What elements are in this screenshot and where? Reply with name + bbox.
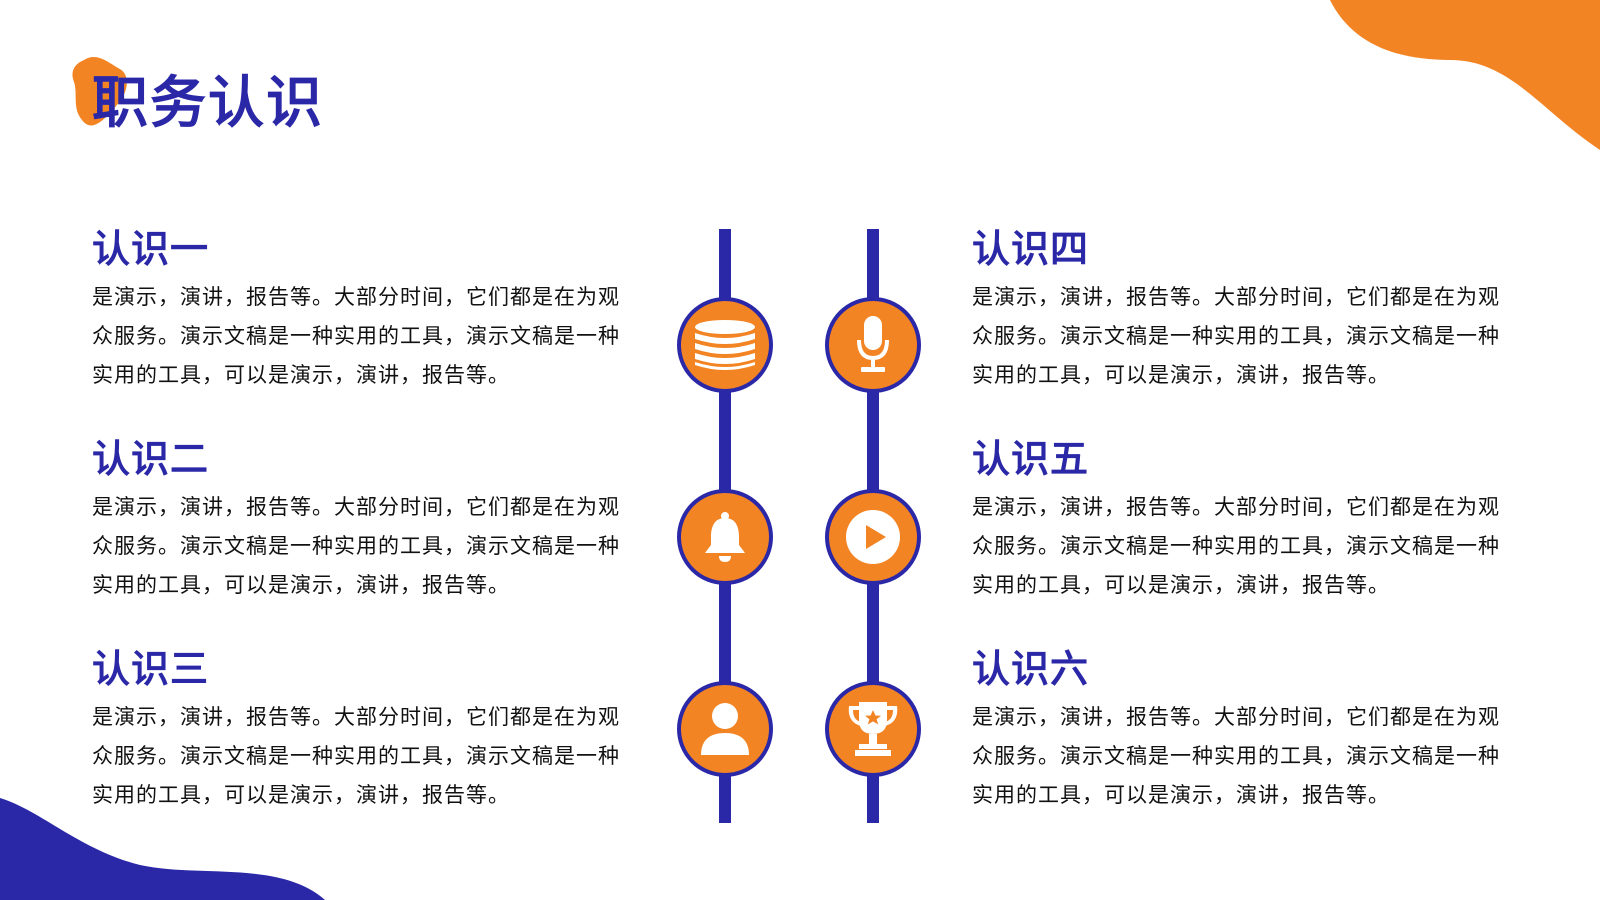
play-icon [846, 510, 900, 564]
item-text: 是演示，演讲，报告等。大部分时间，它们都是在为观众服务。演示文稿是一种实用的工具… [92, 705, 620, 807]
coins-icon-circle [677, 297, 773, 393]
item-2: 认识二 是演示，演讲，报告等。大部分时间，它们都是在为观众服务。演示文稿是一种实… [92, 440, 632, 605]
item-text: 是演示，演讲，报告等。大部分时间，它们都是在为观众服务。演示文稿是一种实用的工具… [92, 495, 620, 597]
item-heading: 认识六 [972, 647, 1090, 691]
item-5: 认识五 是演示，演讲，报告等。大部分时间，它们都是在为观众服务。演示文稿是一种实… [972, 440, 1512, 605]
page-title: 职务认识 [92, 71, 324, 136]
item-text: 是演示，演讲，报告等。大部分时间，它们都是在为观众服务。演示文稿是一种实用的工具… [972, 495, 1500, 597]
user-icon [701, 703, 749, 755]
trophy-icon [848, 702, 898, 756]
item-text: 是演示，演讲，报告等。大部分时间，它们都是在为观众服务。演示文稿是一种实用的工具… [972, 285, 1500, 387]
item-6: 认识六 是演示，演讲，报告等。大部分时间，它们都是在为观众服务。演示文稿是一种实… [972, 650, 1512, 815]
item-heading: 认识三 [92, 647, 210, 691]
user-icon-circle [677, 681, 773, 777]
coins-icon [695, 320, 755, 370]
item-heading: 认识一 [92, 227, 210, 271]
play-icon-circle [825, 489, 921, 585]
trophy-icon-circle [825, 681, 921, 777]
item-text: 是演示，演讲，报告等。大部分时间，它们都是在为观众服务。演示文稿是一种实用的工具… [92, 285, 620, 387]
bell-icon-circle [677, 489, 773, 585]
bottom-left-decoration [0, 798, 325, 900]
item-4: 认识四 是演示，演讲，报告等。大部分时间，它们都是在为观众服务。演示文稿是一种实… [972, 230, 1512, 395]
title-blob-decoration [72, 57, 127, 126]
item-heading: 认识二 [92, 437, 210, 481]
item-heading: 认识五 [972, 437, 1090, 481]
item-3: 认识三 是演示，演讲，报告等。大部分时间，它们都是在为观众服务。演示文稿是一种实… [92, 650, 632, 815]
microphone-icon-circle [825, 297, 921, 393]
top-right-decoration [1330, 0, 1600, 150]
bell-icon [705, 512, 745, 562]
item-text: 是演示，演讲，报告等。大部分时间，它们都是在为观众服务。演示文稿是一种实用的工具… [972, 705, 1500, 807]
item-heading: 认识四 [972, 227, 1090, 271]
item-1: 认识一 是演示，演讲，报告等。大部分时间，它们都是在为观众服务。演示文稿是一种实… [92, 230, 632, 395]
microphone-icon [857, 316, 889, 372]
